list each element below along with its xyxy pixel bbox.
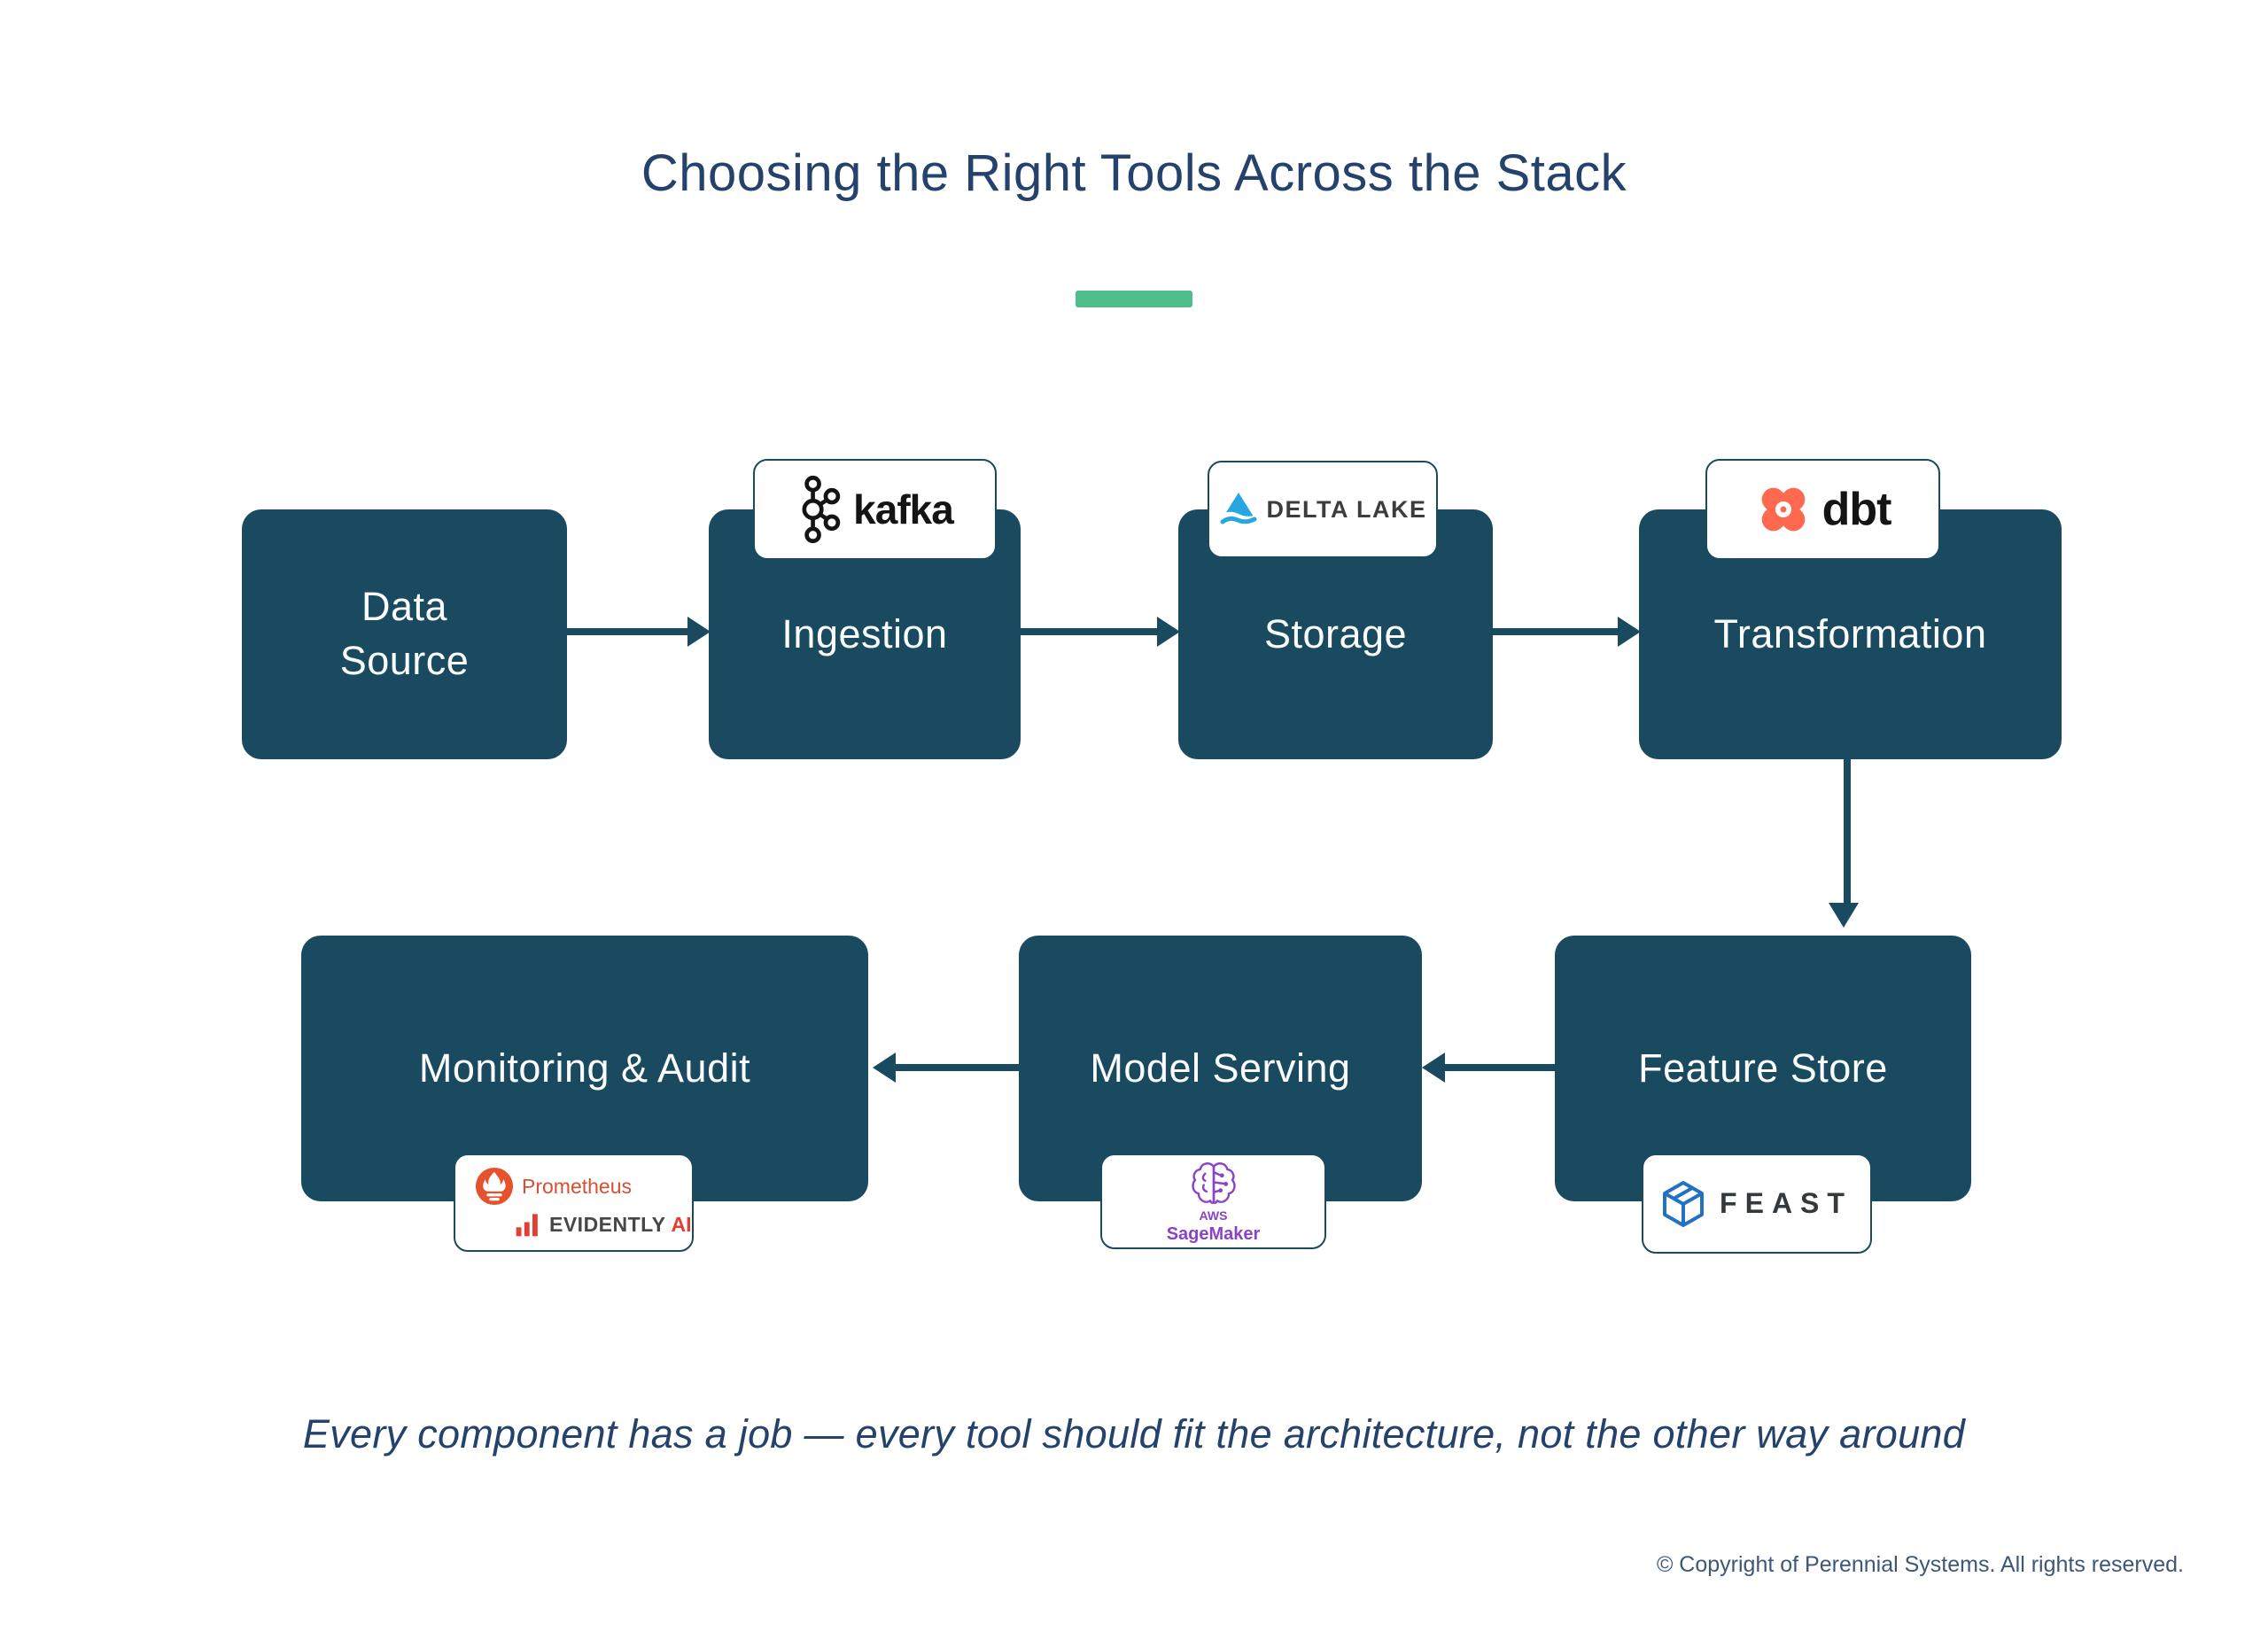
node-label: Feature Store (1638, 1045, 1888, 1091)
node-label: Data Source (339, 584, 470, 683)
dbt-wordmark: dbt (1821, 484, 1892, 535)
tool-chip-kafka: kafka (753, 459, 997, 560)
arrow-featurestore-to-modelserving (1445, 1064, 1555, 1071)
arrowhead-left-icon (1422, 1053, 1445, 1083)
tool-chip-delta-lake: DELTA LAKE (1208, 461, 1438, 558)
node-label: Model Serving (1090, 1045, 1351, 1091)
flow-node-data-source: Data Source (242, 509, 567, 759)
delta-lake-wordmark: DELTA LAKE (1266, 495, 1427, 523)
evidently-ai-accent: AI (671, 1212, 692, 1236)
tool-chip-dbt: dbt (1705, 459, 1940, 560)
arrowhead-right-icon (1157, 617, 1180, 647)
arrow-modelserving-to-monitoring (896, 1064, 1019, 1071)
arrowhead-right-icon (1618, 617, 1641, 647)
node-label: Storage (1263, 610, 1408, 656)
flow-node-monitoring-audit: Monitoring & Audit (301, 936, 868, 1201)
sagemaker-brain-icon (1191, 1162, 1236, 1205)
copyright-text: © Copyright of Perennial Systems. All ri… (1656, 1552, 2184, 1577)
prometheus-row: Prometheus (475, 1167, 632, 1206)
evidently-bars-icon (516, 1214, 538, 1237)
evidently-wordmark: EVIDENTLY (549, 1212, 666, 1236)
arrow-storage-to-transformation (1493, 628, 1618, 635)
node-label: Monitoring & Audit (418, 1045, 751, 1091)
feast-cube-icon (1663, 1180, 1705, 1227)
tool-chip-feast: FEAST (1642, 1154, 1872, 1254)
arrowhead-left-icon (873, 1053, 896, 1083)
feast-wordmark: FEAST (1720, 1187, 1852, 1219)
dbt-icon (1761, 487, 1805, 532)
footer-tagline: Every component has a job — every tool s… (302, 1411, 1966, 1456)
aws-label: AWS (1199, 1208, 1228, 1223)
arrowhead-right-icon (687, 617, 711, 647)
kafka-icon (802, 475, 841, 544)
arrow-datasource-to-ingestion (567, 628, 687, 635)
node-label: Transformation (1713, 610, 1987, 656)
prometheus-wordmark: Prometheus (522, 1174, 633, 1198)
arrowhead-down-icon (1829, 903, 1859, 928)
arrow-transformation-to-featurestore (1844, 759, 1851, 903)
page-title: Choosing the Right Tools Across the Stac… (641, 144, 1627, 202)
prometheus-icon (475, 1167, 514, 1206)
sagemaker-wordmark: SageMaker (1166, 1223, 1261, 1244)
kafka-wordmark: kafka (853, 486, 954, 532)
node-label: Ingestion (781, 610, 948, 656)
flow-node-model-serving: Model Serving (1019, 936, 1422, 1201)
tool-chip-aws-sagemaker: AWS SageMaker (1100, 1154, 1326, 1249)
title-divider-bar (1076, 291, 1192, 307)
delta-lake-icon (1220, 493, 1256, 524)
arrow-ingestion-to-storage (1021, 628, 1157, 635)
